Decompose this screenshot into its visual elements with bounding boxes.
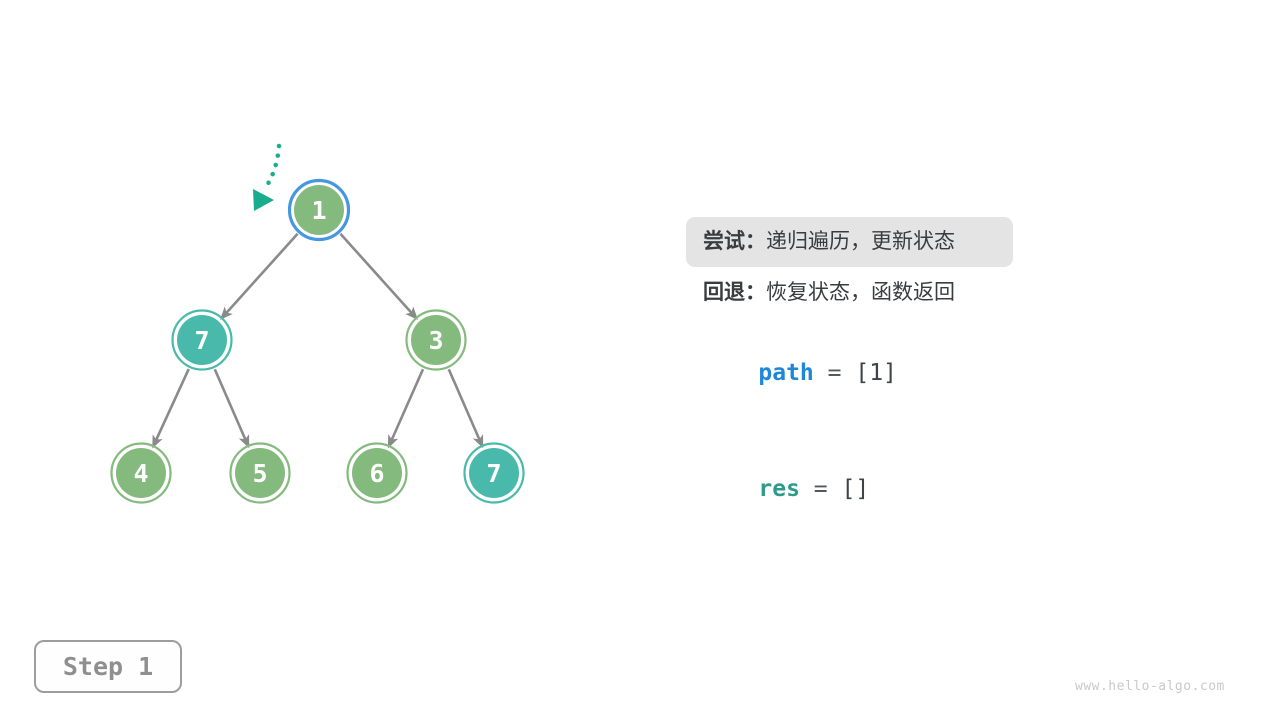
edge-7-5 xyxy=(213,368,250,449)
tree-node-6: 6 xyxy=(346,442,408,504)
node-1-value: 1 xyxy=(311,196,326,225)
node-5-value: 5 xyxy=(252,459,267,488)
res-code-line: res = [] xyxy=(703,449,869,530)
pointer-arrowhead xyxy=(253,189,274,211)
node-7l-circle xyxy=(177,315,227,365)
node-6-ring xyxy=(346,442,408,504)
node-7r-value: 7 xyxy=(486,459,501,488)
node-7r-ring xyxy=(463,442,525,504)
tree-node-3: 3 xyxy=(405,309,467,371)
node-4-ring xyxy=(110,442,172,504)
node-5-circle xyxy=(235,448,285,498)
tree-node-4: 4 xyxy=(110,442,172,504)
node-4-circle xyxy=(116,448,166,498)
node-3-circle xyxy=(411,315,461,365)
binary-tree-diagram: 1 7 3 4 5 6 xyxy=(110,143,525,504)
try-highlight-box: 尝试：递归遍历，更新状态 xyxy=(686,217,1013,267)
node-4-value: 4 xyxy=(133,459,148,488)
tree-node-5: 5 xyxy=(229,442,291,504)
watermark: www.hello-algo.com xyxy=(1075,679,1225,694)
step-badge-label: Step 1 xyxy=(62,652,154,681)
step-badge: Step 1 xyxy=(34,640,182,693)
path-equals-sign: = xyxy=(827,360,842,386)
edge-7-4 xyxy=(152,368,190,449)
node-7r-circle xyxy=(469,448,519,498)
node-6-circle xyxy=(352,448,402,498)
backtrack-label: 回退： xyxy=(703,281,766,304)
res-variable: res xyxy=(758,476,800,502)
node-7l-value: 7 xyxy=(194,326,209,355)
path-code-line: path = [1] xyxy=(703,333,897,414)
backtrack-line: 回退：恢复状态，函数返回 xyxy=(703,280,955,306)
tree-node-7-left: 7 xyxy=(171,309,233,371)
edge-1-7 xyxy=(220,232,299,320)
node-1-circle xyxy=(294,185,344,235)
node-7l-ring xyxy=(171,309,233,371)
res-value: [] xyxy=(841,476,870,502)
edge-3-6 xyxy=(387,368,425,449)
node-3-value: 3 xyxy=(428,326,443,355)
backtrack-text: 恢复状态，函数返回 xyxy=(766,281,955,304)
node-6-value: 6 xyxy=(369,459,384,488)
try-text: 递归遍历，更新状态 xyxy=(766,230,955,253)
try-line: 尝试：递归遍历，更新状态 xyxy=(703,229,955,255)
path-value: [1] xyxy=(855,360,897,386)
tree-node-1: 1 xyxy=(287,178,351,242)
path-variable: path xyxy=(758,360,814,386)
edge-3-7 xyxy=(447,368,484,449)
tree-node-7-right: 7 xyxy=(463,442,525,504)
pointer-dotted-trail xyxy=(263,143,282,190)
node-5-ring xyxy=(229,442,291,504)
try-label: 尝试： xyxy=(703,230,766,253)
pointer-arrow-icon xyxy=(253,143,282,211)
tree-edges xyxy=(152,232,484,449)
edge-1-3 xyxy=(339,232,418,320)
node-3-ring xyxy=(405,309,467,371)
node-1-highlight-ring xyxy=(287,178,351,242)
res-equals-sign: = xyxy=(813,476,828,502)
